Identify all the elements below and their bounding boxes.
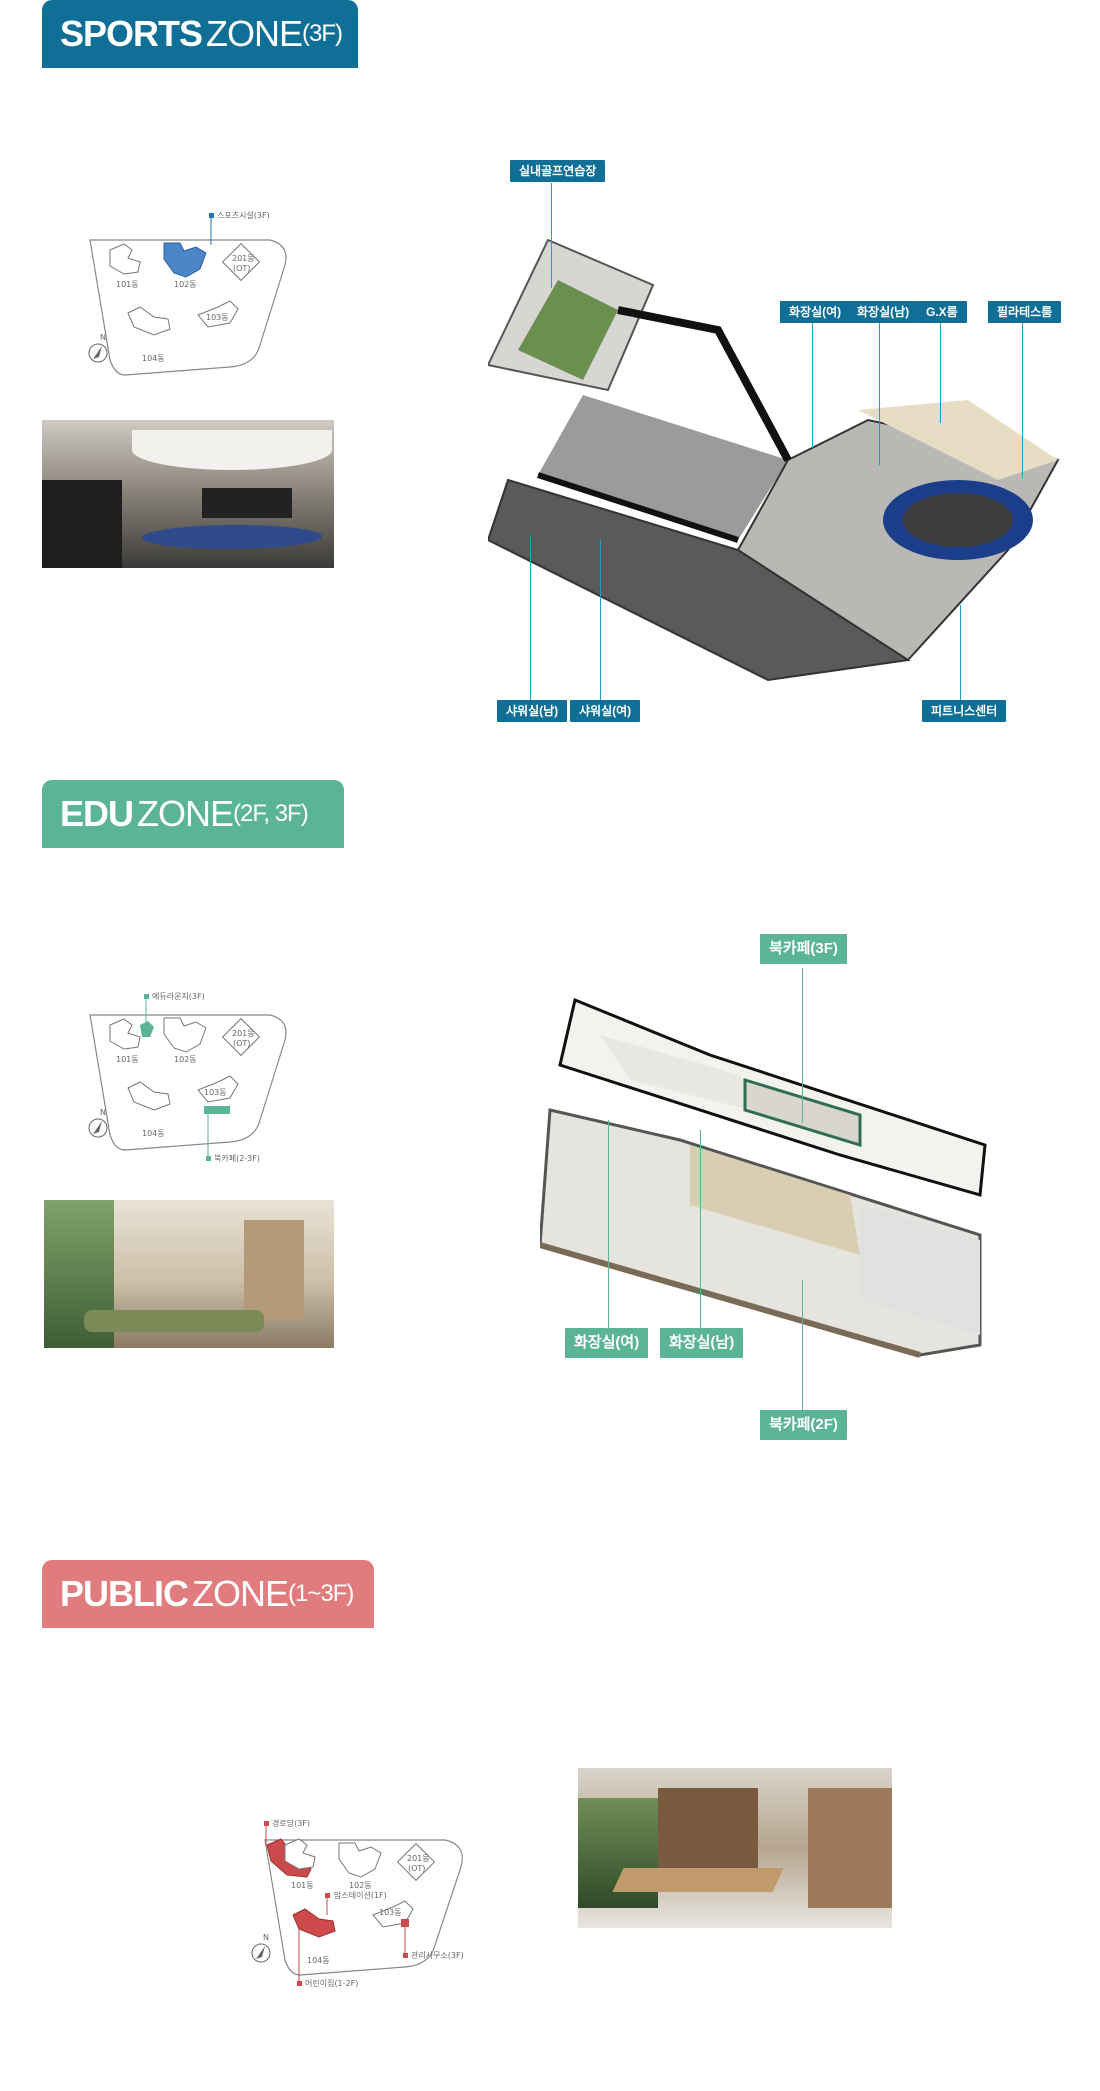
public-map-103: 103동 (379, 1908, 402, 1917)
edu-map-104: 104동 (142, 1129, 165, 1138)
edu-map-north: N (100, 1108, 106, 1117)
public-map-101: 101동 (291, 1881, 314, 1890)
tag-restroom-female-sports: 화장실(여) (780, 301, 851, 323)
edu-map-201-ot: (OT) (233, 1039, 250, 1048)
edu-map-201: 201동 (232, 1029, 255, 1038)
public-map-201-ot: (OT) (408, 1864, 425, 1873)
sports-zone-header: SPORTS ZONE (3F) (42, 0, 358, 68)
edu-site-map: 에듀라운지(3F) 북카페(2-3F) 101동 102동 201동 (OT) … (88, 992, 287, 1163)
tag-shower-male: 샤워실(남) (497, 700, 568, 722)
public-zone-title-word: ZONE (192, 1573, 289, 1614)
edu-zone-header: EDU ZONE (2F, 3F) (42, 780, 344, 848)
sports-site-map: 스포츠시설(3F) 101동 102동 201동 (OT) 103동 104동 … (88, 210, 287, 376)
tag-fitness-center: 피트니스센터 (922, 700, 1007, 722)
tag-shower-female: 샤워실(여) (570, 700, 641, 722)
public-zone-title-bold: PUBLIC (60, 1573, 189, 1614)
sports-map-tag: 스포츠시설(3F) (217, 210, 270, 220)
edu-map-101: 101동 (116, 1055, 139, 1064)
public-map-102: 102동 (349, 1881, 372, 1890)
public-map-104: 104동 (307, 1956, 330, 1965)
public-map-north: N (263, 1933, 269, 1942)
tag-restroom-female-edu: 화장실(여) (565, 1328, 649, 1358)
tag-restroom-male-edu: 화장실(남) (660, 1328, 744, 1358)
sports-map-201: 201동 (232, 254, 255, 263)
tag-restroom-male-sports: 화장실(남) (848, 301, 919, 323)
public-map-tag-daycare: 어린이집(1-2F) (305, 1978, 358, 1988)
public-site-map: 경로당(3F) 맘스테이션(1F) 관리사무소(3F) 어린이집(1-2F) 1… (251, 1818, 464, 1988)
public-map-tag-office: 관리사무소(3F) (411, 1950, 464, 1960)
edu-map-103: 103동 (204, 1088, 227, 1097)
public-zone-header: PUBLIC ZONE (1~3F) (42, 1560, 374, 1628)
sports-zone-title-word: ZONE (206, 13, 303, 54)
edu-floor-plan (540, 997, 987, 1358)
sports-zone-title-floor: (3F) (302, 20, 343, 47)
tag-bookcafe-3f: 북카페(3F) (760, 934, 847, 964)
sports-map-104: 104동 (142, 354, 165, 363)
sports-map-201-ot: (OT) (233, 264, 250, 273)
public-map-201: 201동 (407, 1854, 430, 1863)
sports-floor-plan (488, 238, 1060, 682)
public-map-tag-senior: 경로당(3F) (272, 1818, 310, 1828)
tag-gx-room: G.X룸 (917, 301, 967, 323)
sports-map-101: 101동 (116, 280, 139, 289)
sports-fitness-photo (42, 420, 334, 568)
sports-map-north: N (100, 333, 106, 342)
edu-zone-title-bold: EDU (60, 793, 134, 834)
sports-zone-title-bold: SPORTS (60, 13, 203, 54)
tag-indoor-golf: 실내골프연습장 (510, 160, 606, 182)
edu-map-102: 102동 (174, 1055, 197, 1064)
edu-map-tag-bookcafe: 북카페(2-3F) (214, 1153, 260, 1163)
edu-zone-title-word: ZONE (137, 793, 234, 834)
sports-map-102: 102동 (174, 280, 197, 289)
tag-pilates-room: 필라테스룸 (988, 301, 1062, 323)
public-interior-photo (578, 1768, 892, 1928)
public-map-tag-moms: 맘스테이션(1F) (334, 1890, 387, 1900)
tag-bookcafe-2f: 북카페(2F) (760, 1410, 847, 1440)
edu-lounge-photo (44, 1200, 334, 1348)
public-zone-title-floor: (1~3F) (288, 1580, 354, 1607)
edu-zone-title-floor: (2F, 3F) (233, 800, 309, 827)
sports-map-103: 103동 (206, 313, 229, 322)
edu-map-tag-lounge: 에듀라운지(3F) (152, 992, 205, 1001)
